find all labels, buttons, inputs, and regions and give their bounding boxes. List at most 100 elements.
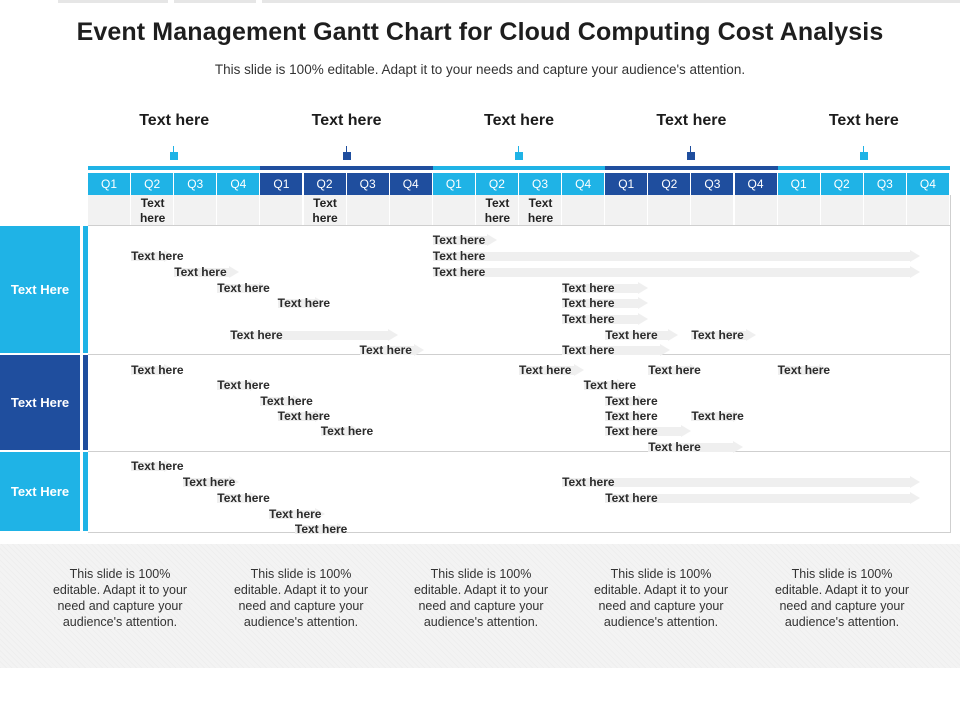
quarter-note-cell [863,195,907,225]
quarter-note: Text here [484,196,511,225]
page-subtitle: This slide is 100% editable. Adapt it to… [214,62,746,77]
arrow-shaft [294,525,337,534]
quarter-note-cell [389,195,433,225]
milestone-label: Text here [828,112,899,129]
task-label: Text here [583,378,637,392]
task-label: Text here [562,312,615,326]
arrow-right-icon [164,250,175,262]
arrow-shaft [648,443,734,452]
quarter-cell-q2: Q2 [820,173,863,195]
arrow-shaft [230,331,389,340]
marker-stem [518,146,519,155]
arrow-shaft [562,315,639,324]
quarter-note-cell [562,195,606,225]
footer-band [0,544,960,668]
footer-note: This slide is 100% editable. Adapt it to… [413,567,549,629]
task-arrow: Text here [217,281,270,295]
arrow-right-icon [638,297,649,309]
quarter-cell-q2: Q2 [648,173,691,195]
arrow-right-icon [315,297,326,309]
task-label: Text here [277,296,331,310]
arrow-right-icon [909,266,920,278]
arrow-shaft [269,510,316,519]
arrow-shaft [131,252,165,261]
arrow-right-icon [350,425,361,437]
task-label: Text here [777,363,831,377]
milestone-label: Text here [656,112,727,129]
task-label: Text here [174,265,227,279]
arrow-shaft [691,331,747,340]
arrow-shaft [562,299,639,308]
quarter-cell-q2: Q2 [131,173,174,195]
square-pin-icon [342,146,351,160]
task-label: Text here [182,475,236,489]
task-arrow: Text here [562,296,649,310]
footer-note: This slide is 100% editable. Adapt it to… [233,567,369,629]
arrow-shaft [605,427,682,436]
task-arrow: Text here [648,363,701,377]
task-label: Text here [605,491,658,505]
task-label: Text here [217,491,270,505]
task-arrow: Text here [174,265,239,279]
arrow-right-icon [164,364,175,376]
arrow-shaft [182,478,229,487]
quarter-cell-q2: Q2 [475,173,518,195]
arrow-shaft [174,268,229,277]
arrow-shaft [605,331,669,340]
quarter-cell-q4: Q4 [906,173,949,195]
square-pin-icon [170,146,179,160]
arrow-right-icon [909,476,920,488]
task-arrow: Text here [648,440,744,454]
group-accent-bar [83,355,88,450]
task-arrow: Text here [519,363,584,377]
arrow-shaft [583,381,617,390]
arrow-right-icon [336,523,347,535]
arrow-shaft [605,494,910,503]
arrow-shaft [131,366,165,375]
task-arrow: Text here [320,424,373,438]
group-label: Text Here [0,226,80,353]
quarter-note-cell [303,195,347,225]
task-arrow: Text here [359,343,425,357]
quarter-cell-q2: Q2 [303,173,346,195]
quarter-cell-q4: Q4 [389,173,432,195]
task-arrow: Text here [294,522,347,536]
square-pin-icon [859,146,868,160]
milestone-label: Text here [311,112,382,129]
quarter-cell-q4: Q4 [217,173,260,195]
quarter-note-cell [691,195,735,225]
quarter-cell-q3: Q3 [863,173,906,195]
row-divider [88,451,950,452]
arrow-right-icon [681,425,692,437]
year-bar [88,166,261,170]
arrow-right-icon [746,329,757,341]
task-label: Text here [562,475,615,489]
task-arrow: Text here [691,409,744,423]
square-pin-icon [515,146,523,160]
arrow-right-icon [573,364,584,376]
arrow-shaft [277,299,316,308]
quarter-note-cell [88,195,132,225]
task-label: Text here [519,363,572,377]
marker-box [687,152,696,160]
group-label: Text Here [0,355,80,450]
task-arrow: Text here [260,394,313,408]
arrow-shaft [131,462,165,471]
task-arrow: Text here [605,491,920,505]
task-label: Text here [359,343,412,357]
year-bar [777,166,950,170]
quarter-note-cell [346,195,390,225]
quarter-note-cell [605,195,649,225]
arrow-shaft [432,236,488,245]
quarter-note-cell [820,195,864,225]
task-label: Text here [562,296,615,310]
marker-stem [345,146,347,155]
quarter-note-cell [777,195,821,225]
task-arrow: Text here [131,249,184,263]
task-label: Text here [648,440,701,454]
arrow-right-icon [616,379,627,391]
arrow-right-icon [164,460,175,472]
task-arrow: Text here [562,312,649,326]
arrow-right-icon [228,266,239,278]
task-arrow: Text here [432,249,920,263]
